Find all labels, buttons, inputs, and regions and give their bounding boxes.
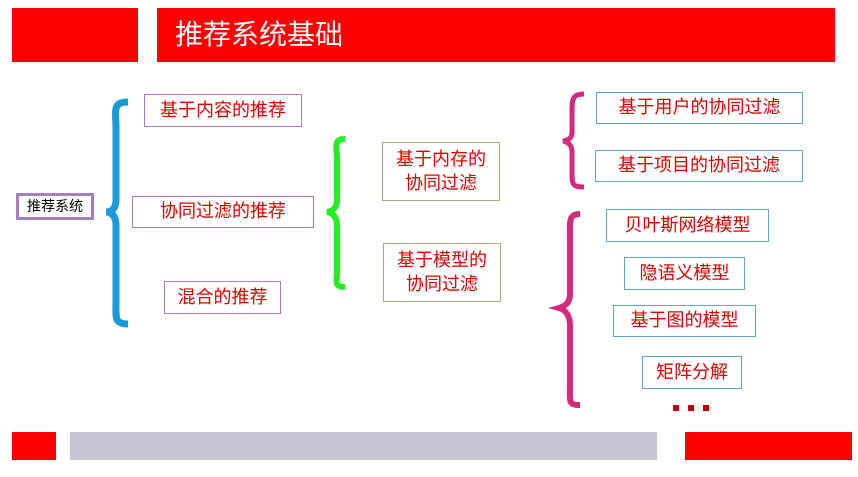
- matrix-factorization-node: 矩阵分解: [642, 356, 742, 389]
- header-accent-block: [12, 8, 138, 62]
- latent-semantic-node: 隐语义模型: [624, 257, 745, 290]
- footer-left-block: [12, 432, 56, 460]
- ellipsis-dot: [673, 405, 679, 411]
- memory-based-node: 基于内存的协同过滤: [382, 142, 500, 201]
- user-based-node: 基于用户的协同过滤: [596, 92, 803, 124]
- ellipsis-dot: [703, 405, 709, 411]
- item-based-node: 基于项目的协同过滤: [595, 150, 803, 182]
- collaborative-filtering-node: 协同过滤的推荐: [132, 196, 314, 228]
- content-based-node: 基于内容的推荐: [144, 94, 302, 127]
- footer-right-block: [685, 432, 852, 460]
- root-node: 推荐系统: [16, 193, 94, 220]
- footer-gray-bar: [70, 432, 657, 460]
- model-based-node: 基于模型的协同过滤: [383, 243, 501, 302]
- ellipsis-dot: [688, 405, 694, 411]
- graph-based-node: 基于图的模型: [613, 305, 756, 337]
- page-title: 推荐系统基础: [157, 8, 835, 62]
- hybrid-node: 混合的推荐: [164, 281, 281, 314]
- bayesian-network-node: 贝叶斯网络模型: [606, 209, 769, 242]
